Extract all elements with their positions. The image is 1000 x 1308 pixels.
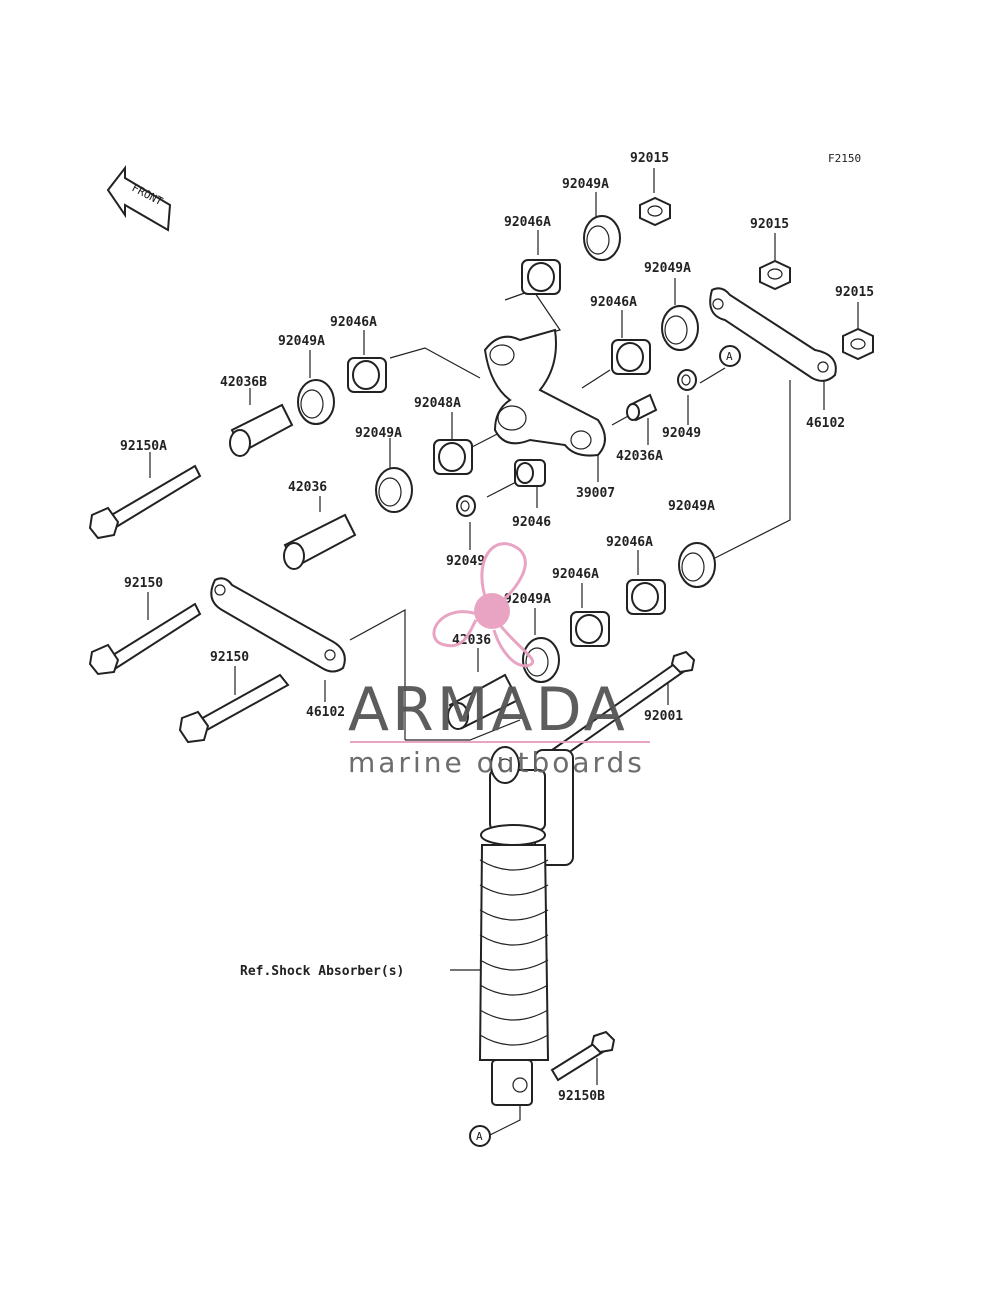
part-label: 92046A bbox=[552, 567, 599, 582]
seal-92049a-left bbox=[297, 379, 335, 425]
part-labels: 92015 92049A 92046A 92015 92049A 92015 9… bbox=[120, 151, 874, 1104]
propeller-logo-icon bbox=[432, 542, 535, 668]
bearing-92046a-lower-right bbox=[626, 579, 666, 615]
part-label: 42036A bbox=[616, 449, 663, 464]
bolt-92150b bbox=[550, 1030, 616, 1082]
part-label: 46102 bbox=[306, 705, 345, 720]
bearing-92046a-top bbox=[521, 259, 561, 295]
part-label: 92001 bbox=[644, 709, 683, 724]
bearing-92046a-left bbox=[347, 357, 387, 393]
part-label: 92015 bbox=[835, 285, 874, 300]
part-label: 92049 bbox=[446, 554, 485, 569]
rocker-arm-39007 bbox=[483, 328, 606, 457]
front-arrow-icon: FRONT bbox=[106, 165, 172, 232]
ref-marker-bottom: A bbox=[469, 1125, 491, 1147]
part-label: 92046A bbox=[606, 535, 653, 550]
nut-92015-mid bbox=[759, 259, 791, 291]
ref-marker-top: A bbox=[719, 345, 741, 367]
part-label: 42036 bbox=[288, 480, 327, 495]
collar-42036a bbox=[626, 393, 658, 422]
part-label: 92046A bbox=[504, 215, 551, 230]
part-label: 42036B bbox=[220, 375, 267, 390]
bearing-92046 bbox=[514, 459, 546, 487]
part-label: 92048A bbox=[414, 396, 461, 411]
collar-42036-lower bbox=[447, 673, 520, 730]
figure-code: F2150 bbox=[828, 152, 861, 165]
part-label: 42036 bbox=[452, 633, 491, 648]
bolt-92150-lower bbox=[178, 673, 290, 744]
seal-92049a-top bbox=[583, 215, 621, 261]
watermark-tagline: marine outboards bbox=[348, 746, 645, 779]
ref-marker-top-label: A bbox=[726, 350, 733, 363]
part-label: 92049 bbox=[662, 426, 701, 441]
nut-92015-right bbox=[842, 327, 874, 361]
ref-marker-bottom-label: A bbox=[476, 1130, 483, 1143]
part-label: 92150B bbox=[558, 1089, 605, 1104]
shock-absorber bbox=[478, 746, 574, 1106]
seal-92049a-lower-right bbox=[678, 542, 716, 588]
bolt-92150-upper bbox=[88, 602, 202, 676]
part-label: 92150A bbox=[120, 439, 167, 454]
nut-92015-top bbox=[639, 196, 671, 227]
seal-92049a-upper-right bbox=[661, 305, 699, 351]
part-label: 92049A bbox=[562, 177, 609, 192]
bearing-92048a bbox=[433, 439, 473, 475]
ref-shock-absorber-label: Ref.Shock Absorber(s) bbox=[240, 964, 404, 979]
part-label: 92150 bbox=[210, 650, 249, 665]
part-label: 92046 bbox=[512, 515, 551, 530]
washer-92049-right bbox=[677, 369, 697, 391]
part-label: 92046A bbox=[590, 295, 637, 310]
part-label: 92150 bbox=[124, 576, 163, 591]
bearing-92046a-lower bbox=[570, 611, 610, 647]
part-label: 92015 bbox=[750, 217, 789, 232]
part-label: 92046A bbox=[330, 315, 377, 330]
collar-42036b bbox=[229, 403, 294, 457]
bearing-92046a-upper-mid bbox=[611, 339, 651, 375]
collar-42036 bbox=[283, 513, 357, 570]
armada-watermark: ARMADA marine outboards bbox=[348, 542, 650, 779]
washer-92049-left bbox=[456, 495, 476, 517]
watermark-brand: ARMADA bbox=[348, 675, 628, 745]
link-46102-left bbox=[210, 577, 346, 673]
part-label: 92015 bbox=[630, 151, 669, 166]
part-label: 46102 bbox=[806, 416, 845, 431]
seal-92049a-mid-left bbox=[375, 467, 413, 513]
link-46102-right bbox=[709, 287, 837, 382]
part-label: 39007 bbox=[576, 486, 615, 501]
part-label: 92049A bbox=[668, 499, 715, 514]
seal-92049a-lower bbox=[522, 637, 560, 683]
part-label: 92049A bbox=[504, 592, 551, 607]
part-label: 92049A bbox=[644, 261, 691, 276]
part-label: 92049A bbox=[278, 334, 325, 349]
part-label: 92049A bbox=[355, 426, 402, 441]
bolt-92150a bbox=[88, 464, 202, 540]
